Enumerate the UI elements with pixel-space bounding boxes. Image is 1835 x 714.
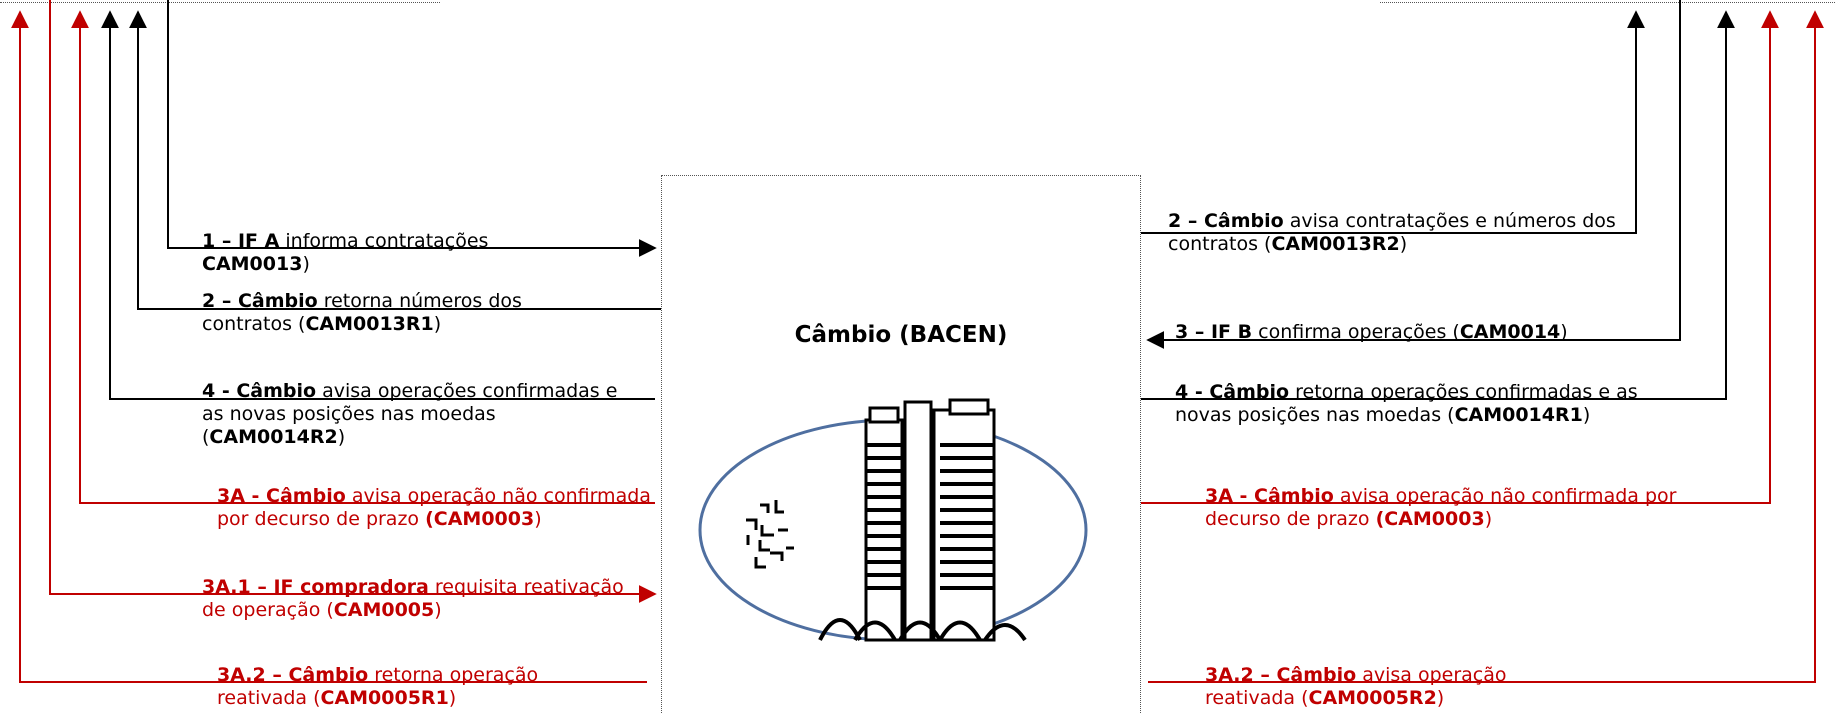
msg-left-3a2-step: 3A.2 – Câmbio (217, 664, 369, 686)
msg-left-2-code: CAM0013R1 (305, 313, 434, 335)
msg-right-3a2-step: 3A.2 – Câmbio (1205, 664, 1357, 686)
msg-right-3a2-pre: reativada ( (1205, 687, 1309, 709)
msg-left-4-code: CAM0014R2 (209, 426, 338, 448)
msg-right-3a-text: avisa operação não confirmada por (1333, 485, 1677, 507)
arrow-3a-decurso-right (1141, 10, 1779, 504)
msg-left-2-pre: contratos ( (202, 313, 306, 335)
bacen-building-logo (698, 398, 1088, 642)
center-title: Câmbio (BACEN) (794, 322, 1008, 348)
msg-right-3a-code: (CAM0003 (1375, 508, 1485, 530)
arrow-4-cambio-retorna-right (1141, 10, 1735, 400)
msg-left-1-tail: ) (302, 253, 310, 275)
msg-left-2: 2 – Câmbio retorna números dos contratos… (202, 290, 672, 336)
msg-left-1-text: informa contratações (279, 230, 489, 252)
msg-right-4-pre: novas posições nas moedas ( (1175, 404, 1455, 426)
arrow-3-ifb-confirma (1146, 0, 1681, 349)
msg-right-3: 3 – IF B confirma operações (CAM0014) (1175, 321, 1655, 344)
left-participant-frame (0, 0, 440, 3)
msg-left-3a2-tail: ) (448, 687, 457, 709)
msg-left-3a2-pre: reativada ( (217, 687, 321, 709)
msg-left-4-pre3: ( (202, 426, 210, 448)
arrow-1-ifa-informa (167, 0, 657, 257)
msg-left-3a1-text: requisita reativação (428, 576, 624, 598)
msg-right-3a2-code: CAM0005R2 (1308, 687, 1437, 709)
arrow-3a2-retorna-left (10, 10, 647, 683)
msg-left-3a2-text: retorna operação (368, 664, 539, 686)
msg-left-4: 4 - Câmbio avisa operações confirmadas e… (202, 380, 672, 449)
msg-left-4-tail: ) (337, 426, 346, 448)
msg-right-4-code: CAM0014R1 (1454, 404, 1583, 426)
msg-right-4-tail: ) (1582, 404, 1591, 426)
msg-left-2-step: 2 – Câmbio (202, 290, 318, 312)
msg-left-1-code: CAM0013 (202, 253, 303, 275)
msg-left-3a: 3A - Câmbio avisa operação não confirmad… (217, 485, 677, 531)
msg-right-3a-step: 3A - Câmbio (1205, 485, 1334, 507)
msg-right-2-pre: contratos ( (1168, 233, 1272, 255)
msg-left-3a1-step: 3A.1 – IF compradora (202, 576, 429, 598)
msg-right-2-tail: ) (1399, 233, 1408, 255)
center-participant-box (661, 175, 1141, 714)
msg-right-3a2-tail: ) (1436, 687, 1445, 709)
msg-left-3a1-code: CAM0005 (333, 599, 435, 621)
msg-left-3a2: 3A.2 – Câmbio retorna operação reativada… (217, 664, 677, 710)
msg-right-4: 4 - Câmbio retorna operações confirmadas… (1175, 381, 1655, 427)
msg-left-2-tail: ) (433, 313, 442, 335)
msg-right-4-text: retorna operações confirmadas e as (1289, 381, 1638, 403)
msg-left-3a-pre: por decurso de prazo (217, 508, 426, 530)
msg-left-3a-code: (CAM0003 (425, 508, 535, 530)
msg-left-2-text: retorna números dos (317, 290, 522, 312)
arrow-2-cambio-avisa-right (1141, 10, 1645, 234)
arrow-3a2-avisa-right (1148, 10, 1824, 683)
msg-left-3a1-pre: de operação ( (202, 599, 334, 621)
msg-left-4-text: avisa operações confirmadas e (316, 380, 618, 402)
msg-right-3-step: 3 – IF B (1175, 321, 1253, 343)
msg-right-3-text: confirma operações ( (1252, 321, 1460, 343)
msg-left-3a-step: 3A - Câmbio (217, 485, 346, 507)
msg-right-4-step: 4 - Câmbio (1175, 381, 1290, 403)
msg-left-4-step: 4 - Câmbio (202, 380, 317, 402)
msg-right-3-code: CAM0014 (1459, 321, 1561, 343)
msg-right-2-text: avisa contratações e números dos (1283, 210, 1616, 232)
msg-right-3a2: 3A.2 – Câmbio avisa operação reativada (… (1205, 664, 1685, 710)
arrow-3a-decurso-left (71, 10, 655, 504)
msg-left-1: 1 – IF A informa contratações CAM0013) (202, 230, 672, 276)
arrow-4-cambio-avisa (101, 10, 655, 400)
right-participant-frame (1380, 0, 1835, 3)
msg-left-3a-tail: ) (534, 508, 542, 530)
msg-left-3a1-tail: ) (434, 599, 442, 621)
msg-left-3a-text: avisa operação não confirmada (345, 485, 651, 507)
msg-right-3a-pre: decurso de prazo (1205, 508, 1376, 530)
msg-right-2: 2 – Câmbio avisa contratações e números … (1168, 210, 1638, 256)
arrow-2-cambio-retorna (129, 10, 661, 310)
arrow-3a1-reativacao (49, 0, 657, 603)
msg-right-3-tail: ) (1560, 321, 1568, 343)
msg-right-3a2-text: avisa operação (1356, 664, 1507, 686)
msg-left-1-step: 1 – IF A (202, 230, 280, 252)
msg-left-3a2-code: CAM0005R1 (320, 687, 449, 709)
msg-right-3a-tail: ) (1484, 508, 1493, 530)
msg-right-2-code: CAM0013R2 (1271, 233, 1400, 255)
msg-right-3a: 3A - Câmbio avisa operação não confirmad… (1205, 485, 1705, 531)
msg-left-4-line2: as novas posições nas moedas (202, 403, 496, 425)
msg-left-3a1: 3A.1 – IF compradora requisita reativaçã… (202, 576, 672, 622)
msg-right-2-step: 2 – Câmbio (1168, 210, 1284, 232)
